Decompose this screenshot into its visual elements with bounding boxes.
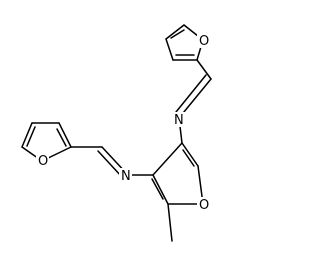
- bond-core-c4-c5: [181, 142, 199, 167]
- bond-lf-c3-c2: [58, 122, 72, 148]
- lower-furan-ring: [21, 122, 72, 162]
- bond-uf-c4-c5: [165, 24, 185, 40]
- bond-core-c2-methyl: [167, 203, 173, 242]
- bond-uf-c4-c5-inner: [170, 29, 185, 39]
- structure-canvas: O N N O O: [21, 24, 212, 242]
- core-furan-ring: [151, 142, 204, 242]
- bond-ch-n-upper-double: [175, 74, 207, 113]
- bond-uf-c3-c4: [165, 38, 174, 61]
- bond-core-c3-c4: [152, 142, 183, 176]
- atom-o-upper-furan: O: [199, 34, 209, 49]
- bond-ch-n-upper: [178, 78, 212, 119]
- bond-core-c2-c3: [152, 174, 169, 205]
- atom-n-upper: N: [174, 113, 184, 128]
- bond-uf-c2-ch: [196, 59, 212, 80]
- atom-labels: O N N O O: [36, 33, 210, 213]
- bond-core-c2-c3-inner: [151, 178, 164, 200]
- upper-imine-linker: [175, 59, 212, 144]
- lower-imine-linker: [70, 146, 154, 178]
- bond-lf-c5-c4-inner: [26, 126, 36, 147]
- bond-lf-c3-c2-inner: [56, 128, 67, 147]
- atom-o-lower-furan: O: [38, 154, 48, 169]
- upper-furan-ring: [165, 24, 204, 61]
- bond-lf-c5-c4: [21, 122, 33, 148]
- bond-core-c4-c5-inner: [182, 149, 195, 167]
- bond-n-lower-ch-double: [97, 150, 123, 178]
- atom-o-core-furan: O: [199, 198, 209, 213]
- molecule-diagram: O N N O O: [21, 24, 212, 242]
- atom-n-lower: N: [121, 169, 131, 184]
